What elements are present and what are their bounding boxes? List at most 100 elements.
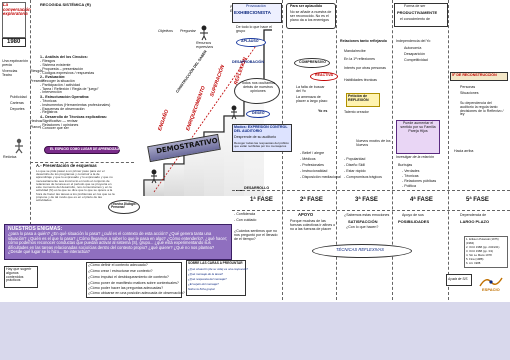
phase-row-top	[232, 190, 510, 191]
side-word-1: Publicidad	[10, 95, 27, 99]
bottom-side-box	[4, 266, 38, 288]
year-box	[2, 38, 26, 47]
reactiva-oval	[310, 72, 338, 81]
sistemica-item: - Técnicas	[40, 99, 57, 104]
yo-es-label: Yo es	[318, 109, 328, 113]
productivamente-label: PRODUCTIVAMENTE	[397, 10, 438, 15]
col1-bottom-1: - Confidencia	[234, 212, 256, 216]
page: La conversación exploratoria 1980 Una ex…	[0, 0, 510, 302]
person-icon	[15, 138, 23, 154]
col3-bottom-3: - Estar rápido	[344, 169, 366, 173]
left-note-2: Vivencias Teatro	[2, 69, 18, 77]
side-word-2: Carteras	[10, 101, 24, 105]
col1-bottom-b: ¿Cuántos sentimos que no nos preguntó po…	[234, 229, 278, 241]
forma-box	[394, 3, 448, 27]
col4-bottom-1: Burbujas	[398, 163, 413, 167]
lugar-pre: Dependencia de	[460, 213, 487, 217]
apoyo-label: APOYO	[298, 212, 314, 217]
bottom-side-text: Hay que sugerir algunos contenidos práct…	[6, 267, 32, 283]
para-ser-title: Para ser aplaudido	[290, 4, 323, 8]
sello-label: Ayuda de SIS	[448, 277, 468, 281]
sistemica-item: 1.- Análisis del los Círculos:	[40, 55, 88, 59]
satisfaccion-pre: ¿Sabemos estas emociones	[344, 213, 390, 217]
stair-note-4: Objetivos	[158, 29, 173, 33]
sistemica-item: - Tarea / Reflexión / Regla de "juego"	[40, 86, 99, 91]
aplauso-label: APLAUSO	[241, 39, 259, 43]
col5-note-4: 3. Ortiz 1988 (pp. 3/1)	[466, 249, 494, 253]
sistemica-banner-label: EL ESPACIO COMO LUGAR DE APRENDIZAJE	[50, 147, 121, 151]
presentacion-title: A.- Presentación de esquemas	[36, 163, 97, 168]
question-6: ¿Cómo ubicarse en una posición adecuada …	[88, 291, 185, 295]
sistemica-item: - Registros	[40, 110, 58, 115]
relaciones-label: Relaciones tanto reflejando	[340, 39, 387, 43]
sistemica-list: 1.- Análisis del los Círculos: - Riesgos…	[40, 55, 130, 131]
sistemica-divider	[30, 0, 31, 230]
col5-note-6: 5. Fina (1988)	[466, 257, 484, 261]
page-background-band	[0, 302, 510, 360]
sobre-box	[186, 260, 246, 296]
sistemica-item: 4.- Desarrollo de Técnicas explicativas:	[40, 115, 108, 120]
sistemica-item: - Esquemas de observación	[40, 106, 85, 111]
col1-sub: De todo lo que hace el grupo	[236, 25, 272, 33]
col5-note-1: 1. Erikson Polanski (1975)	[466, 237, 499, 241]
col2-bottom-4: - Instrucionalidad	[300, 169, 328, 173]
deseo-label: DESEO	[252, 111, 265, 115]
sistemica-item: 3.- Estructuración Operativa:	[40, 95, 90, 100]
sistemica-item: - Conocer que ser	[40, 126, 69, 131]
sobre-line-4: ¿El sujeto del mensaje?	[188, 282, 219, 286]
satisfaccion-post: ¿Con lo que hacen?	[346, 225, 379, 229]
hacia-label: Hacia arriba	[454, 149, 474, 153]
provocacion-box	[232, 3, 282, 23]
phase-3: 3ª FASE	[355, 197, 378, 203]
enigmas-box	[4, 224, 232, 260]
col2-bottom-1: - Belief / alegre	[300, 151, 325, 155]
control-title: Modos: EXPRESIÓN CONTROL DEL AUDITORIO	[234, 125, 288, 133]
peticion-box	[346, 93, 380, 107]
col5-note-5: 4. Sin Le Mans 1978	[466, 253, 492, 257]
col3-list-1: Manda/recibe	[344, 49, 366, 53]
grid-v2	[336, 0, 337, 300]
question-1: ¿Cómo definir el contexto adecuado?	[88, 263, 148, 267]
sobre-line-3: ¿Qué respuesta del mensaje?	[188, 277, 227, 281]
forma-label: Forma de ser	[404, 4, 426, 8]
sistemica-banner	[44, 146, 120, 154]
tecnicas-oval	[312, 244, 412, 258]
left-note-1: Una exploración previa	[2, 59, 28, 67]
control-box	[232, 124, 292, 152]
control-line-1: Desprende de su auditorio	[234, 135, 277, 139]
col2-list-1: La falta de buscar del Yo	[296, 85, 325, 93]
col3-bottom-1: - Popularidad	[344, 157, 366, 161]
left-bullet-a1: Riesgos	[30, 69, 43, 73]
left-bullet-b1: Hechos	[30, 119, 43, 123]
left-bullet-a2: Presente	[30, 79, 45, 83]
reconstruccion-label: 5ª DE RECONSTRUCCIÓN	[452, 73, 497, 77]
col3-list-3: Interés por otras personas	[344, 66, 386, 70]
enigmas-heading: NUESTROS ENIGMAS:	[8, 226, 63, 232]
notes-box	[464, 236, 508, 268]
col2-bottom-2: - Médicos	[300, 157, 316, 161]
tecnica-oval	[108, 200, 140, 214]
phase-5: 5ª FASE	[466, 197, 489, 203]
comprensivo-oval	[294, 58, 330, 68]
col4-list-2: Autonomía	[404, 46, 422, 50]
brand-logo-icon	[479, 277, 503, 287]
sobre-title: SOBRE LAS CARAS A PREGUNTAR	[188, 261, 243, 265]
left-bullet-b2: Planos	[30, 125, 41, 129]
stair-note-1: Preguntar	[180, 29, 196, 33]
provocacion-label: Provocación	[246, 4, 266, 8]
question-4: ¿Cómo poner de manifiesto matices sobre …	[88, 281, 179, 285]
col4-bottom-5: - Política	[402, 184, 416, 188]
sobre-line-2: ¿Qué mensaje de la tarea?	[188, 272, 224, 276]
investigar-label: Investigar de la relación	[396, 155, 434, 159]
stair-note-2: Recursos expresivos	[196, 41, 214, 49]
reactiva-label: REACTIVA	[315, 73, 334, 77]
para-ser-box	[286, 3, 336, 29]
tecnica-label: Técnica Diálogo-Personal	[111, 202, 137, 210]
sistemica-item: 2.- Evaluación:	[40, 75, 66, 80]
sistemica-item: - Sistema existente	[40, 63, 71, 68]
col5-note-2: (1984)	[466, 241, 475, 245]
sistemica-item: - Recoger la situación	[40, 79, 75, 84]
rhetoric-label: Retórica	[3, 155, 17, 159]
col5-persona-2: Situaciones	[460, 91, 479, 95]
lugar-label: LARGO PLAZO	[460, 219, 490, 224]
